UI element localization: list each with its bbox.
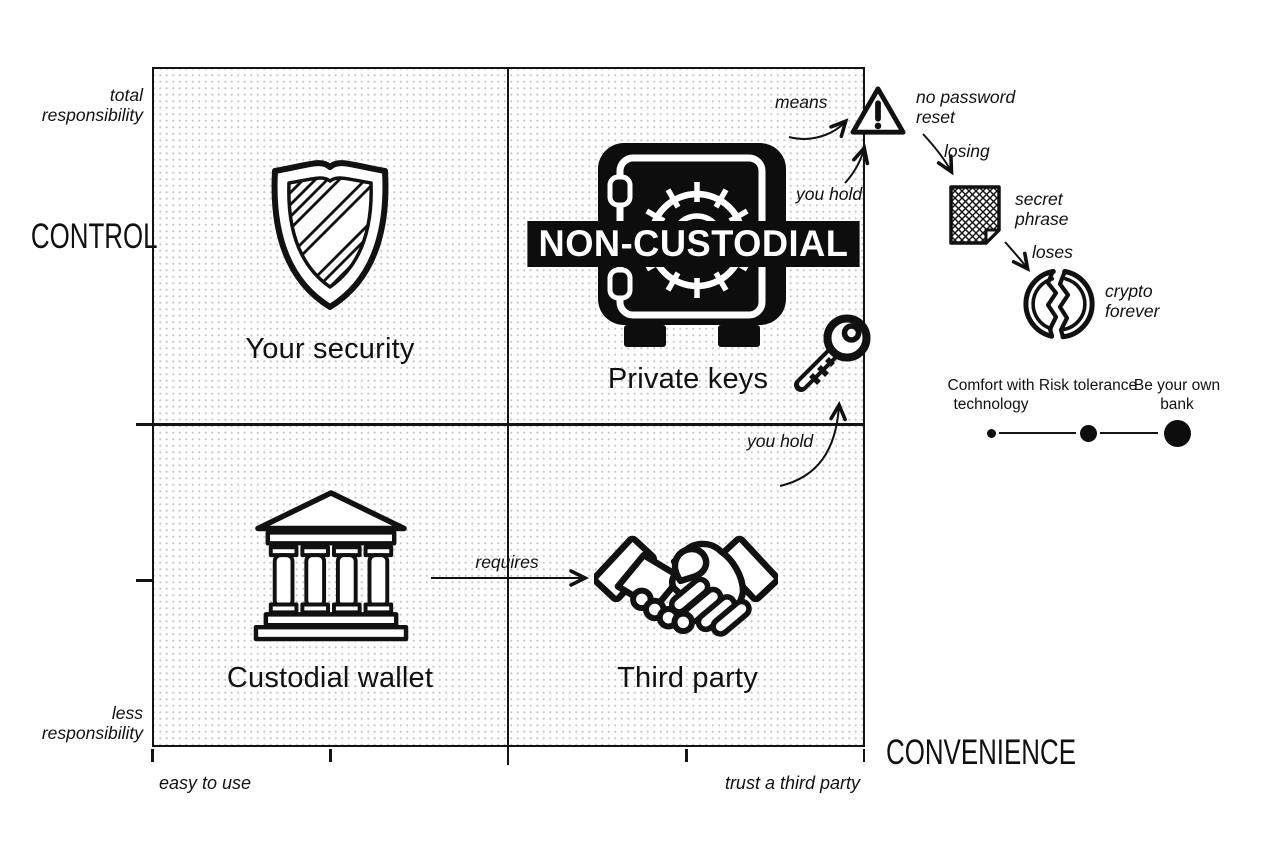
arrow-label-loses: loses [1032,242,1073,262]
shield-icon [271,160,389,310]
horizontal-divider [136,423,865,426]
arrow-label-requires: requires [475,552,539,572]
non-custodial-banner: NON-CUSTODIAL [527,221,860,267]
y-axis-tick [136,579,152,582]
x-axis-tick [862,749,865,762]
arrow-label-you-hold-key: you hold [747,431,814,451]
handshake-icon [594,535,778,637]
legend-label-own-bank: Be your own bank [1133,377,1221,413]
legend-label-risk: Risk tolerance [1038,377,1138,394]
legend-dot-small [986,428,996,438]
y-axis-top-label: total responsibility [41,85,143,126]
y-axis-title: CONTROL [30,217,158,256]
y-axis-bottom-label: less responsibility [41,703,143,744]
label-secret-phrase: secret phrase [1015,189,1069,230]
quadrant-label-third-party: Third party [617,662,758,694]
secret-phrase-document-icon [949,185,1001,245]
bank-icon [253,490,409,642]
legend-connector [1100,432,1158,434]
arrow-label-you-hold-warning: you hold [796,184,863,204]
legend-connector [999,432,1076,434]
quadrant-label-private-keys: Private keys [607,363,769,395]
legend-dot-medium [1079,424,1097,442]
x-axis-tick [685,749,688,762]
warning-triangle-icon [850,86,906,135]
key-icon [794,314,871,392]
x-axis-left-label: easy to use [159,773,252,793]
legend-label-comfort: Comfort with technology [947,377,1035,413]
vertical-divider [506,67,509,765]
x-axis-tick [151,749,154,762]
x-axis-tick [329,749,332,762]
arrow-label-means: means [775,92,828,112]
x-axis-right-label: trust a third party [724,773,860,793]
quadrant-label-custodial-wallet: Custodial wallet [226,662,434,694]
broken-coin-icon [1023,268,1095,340]
arrow-label-losing: losing [944,141,990,161]
warning-label-no-password-reset: no password reset [916,87,1016,128]
arrow-loses-to-coin [1004,241,1031,273]
x-axis-title: CONVENIENCE [886,733,1076,772]
legend-dot-large [1163,419,1191,447]
quadrant-label-your-security: Your security [245,333,415,365]
label-crypto-forever: crypto forever [1105,281,1160,322]
